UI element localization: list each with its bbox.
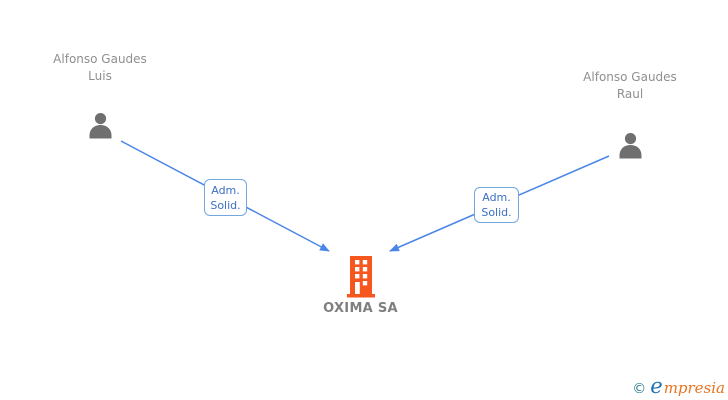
- edge-label-line2: Solid.: [210, 198, 241, 212]
- copyright-icon: ©: [632, 381, 647, 397]
- edge-label-line1: Adm.: [482, 191, 511, 204]
- person-icon: [89, 113, 112, 139]
- edge-label-adm-solid-right: Adm. Solid.: [474, 187, 519, 223]
- person-name: Alfonso Gaudes Raul: [583, 70, 677, 101]
- person-name: Alfonso Gaudes Luis: [53, 52, 147, 83]
- brand-initial: e: [650, 374, 663, 398]
- edge-label-line2: Solid.: [481, 206, 512, 219]
- person-icon: [619, 133, 642, 159]
- empresia-logo[interactable]: © e mpresia: [632, 374, 725, 398]
- brand-name: mpresia: [663, 379, 725, 397]
- company-name: OXIMA SA: [323, 301, 398, 316]
- edge-label-adm-solid-left: Adm. Solid.: [204, 179, 247, 216]
- edge-label-line1: Adm.: [211, 183, 240, 197]
- building-icon: [347, 256, 375, 298]
